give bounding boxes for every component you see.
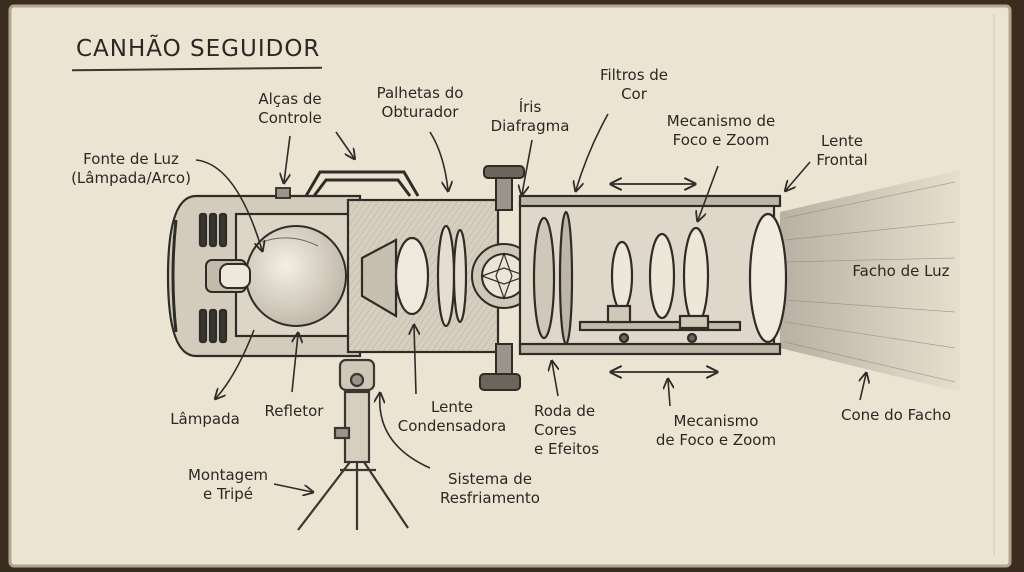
label-control-handles: Alças de Controle — [258, 90, 322, 127]
label-mount-tripod: Montagem e Tripé — [187, 466, 269, 503]
leader-arrows — [195, 113, 866, 492]
page-title: CANHÃO SEGUIDOR — [76, 36, 321, 62]
label-light-source: Fonte de Luz (Lâmpada/Arco) — [71, 150, 191, 187]
control-handle — [275, 170, 420, 199]
label-color-wheel: Roda de Cores e Efeitos — [534, 402, 600, 458]
label-light-beam: Facho de Luz — [852, 262, 950, 280]
label-focus-zoom-bottom: Mecanismo de Foco e Zoom — [655, 412, 777, 449]
label-shutter-blades: Palhetas do Obturador — [376, 84, 464, 121]
focus-travel-arrows — [612, 184, 716, 372]
reflector-bulb — [205, 225, 347, 327]
label-beam-cone: Cone do Facho — [841, 406, 951, 424]
tripod — [297, 358, 409, 531]
label-front-lens: Lente Frontal — [816, 132, 868, 169]
front-barrel — [518, 194, 788, 356]
light-beam — [780, 170, 960, 392]
label-color-filters: Filtros de Cor — [599, 66, 669, 103]
label-focus-zoom-top: Mecanismo de Foco e Zoom — [666, 112, 776, 149]
label-lamp: Lâmpada — [170, 410, 240, 428]
label-iris-diaphragm: Íris Diafragma — [490, 98, 570, 135]
label-condenser-lens: Lente Condensadora — [397, 398, 507, 435]
label-reflector: Refletor — [264, 402, 324, 420]
label-cooling-system: Sistema de Resfriamento — [439, 470, 540, 507]
